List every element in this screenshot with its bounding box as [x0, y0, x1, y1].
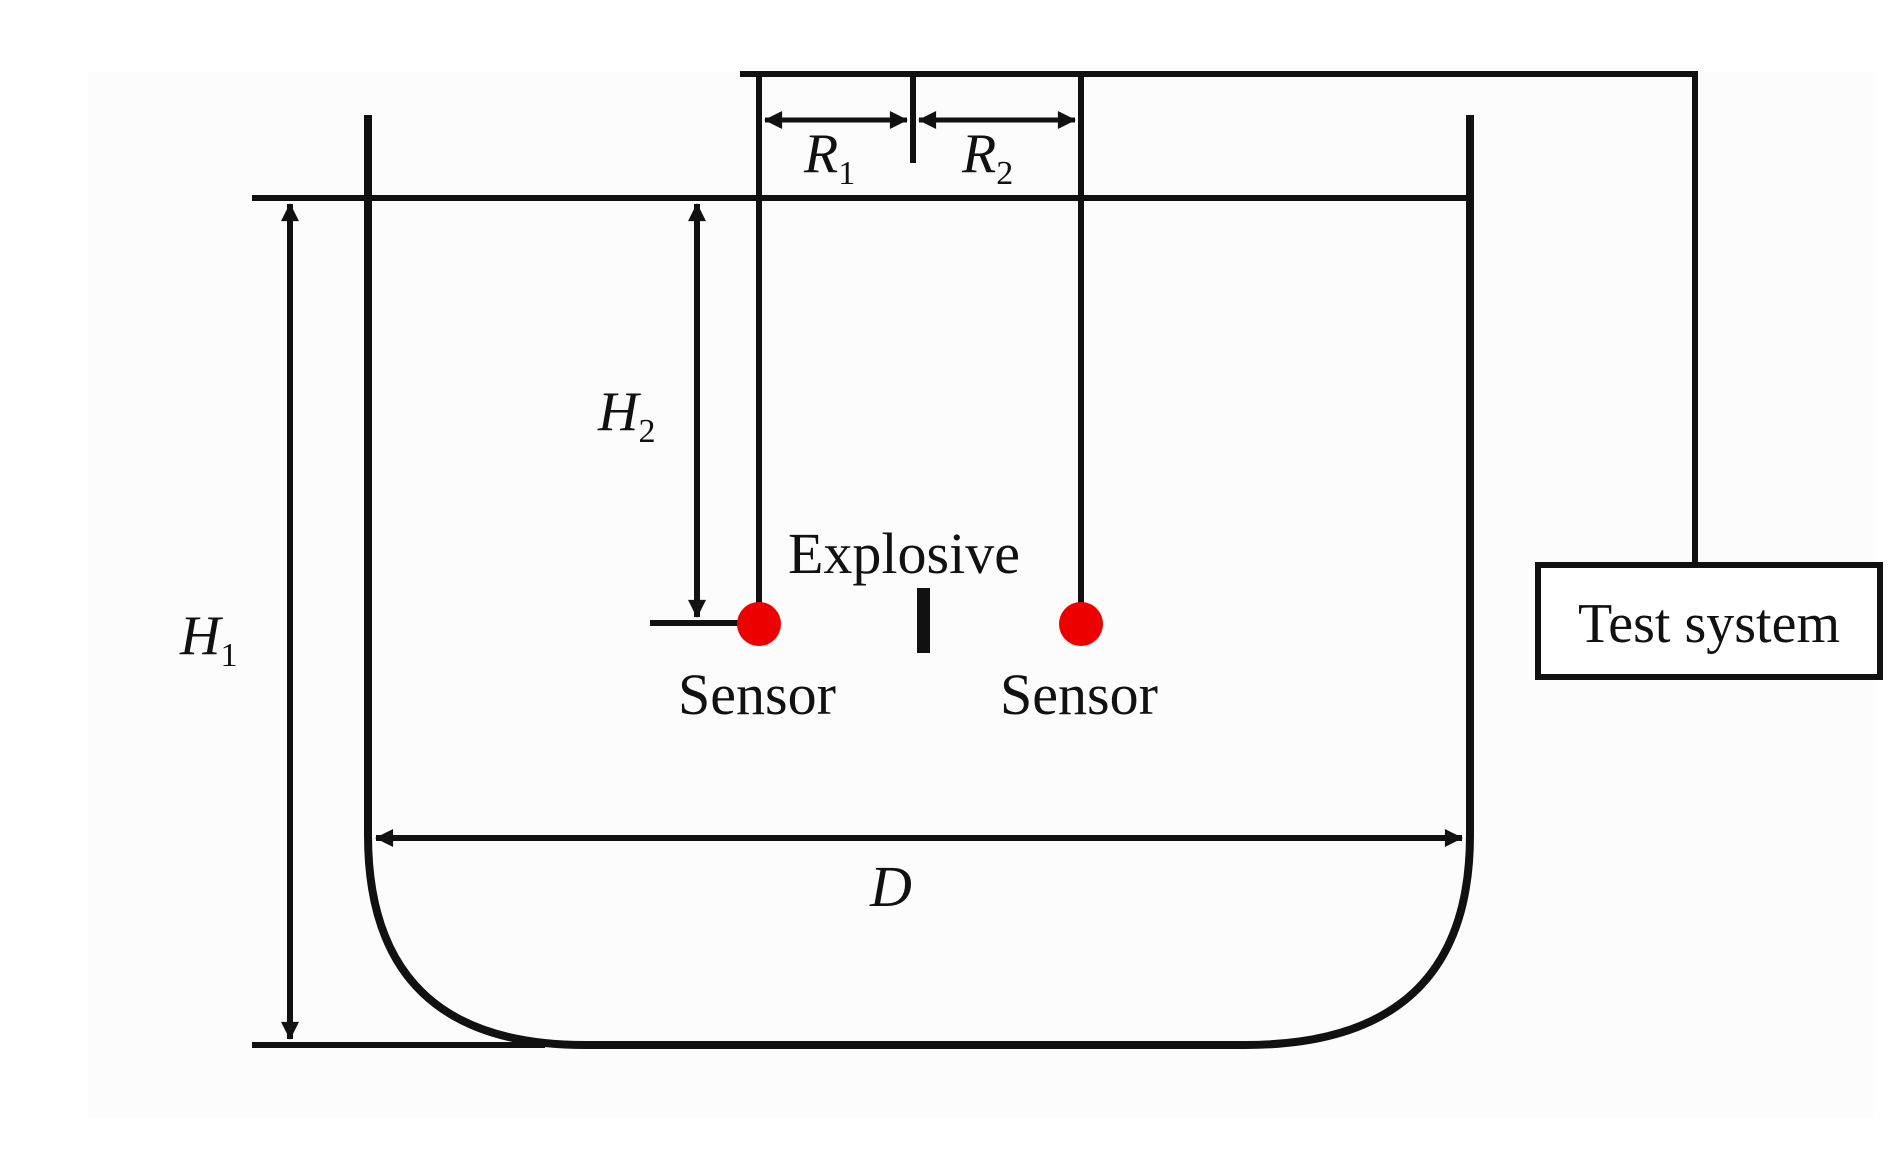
r2-label: R2 [961, 123, 1013, 192]
explosive-charge [917, 588, 930, 653]
r2-label-main: R [961, 123, 996, 185]
r1-label-main: R [803, 123, 838, 185]
d-label: D [869, 854, 912, 919]
h1-label-main: H [179, 605, 223, 667]
sensor-dot-left [737, 602, 781, 646]
r1-label: R1 [803, 123, 855, 192]
sensor-right-label: Sensor [1000, 662, 1158, 727]
h1-label: H1 [179, 605, 237, 674]
tank-wall [364, 115, 1474, 1049]
test-system-label: Test system [1578, 593, 1840, 655]
r1-label-sub: 1 [838, 155, 855, 192]
signal-cable [740, 71, 1698, 568]
sensor-left-label: Sensor [678, 662, 836, 727]
h1-label-sub: 1 [220, 637, 237, 674]
sensor-dot-right [1059, 602, 1103, 646]
h2-label-sub: 2 [638, 413, 655, 450]
h2-label-main: H [597, 381, 641, 443]
h2-label: H2 [597, 381, 655, 450]
test-system-box [1535, 562, 1883, 680]
explosive-label: Explosive [788, 521, 1020, 586]
r2-label-sub: 2 [996, 155, 1013, 192]
